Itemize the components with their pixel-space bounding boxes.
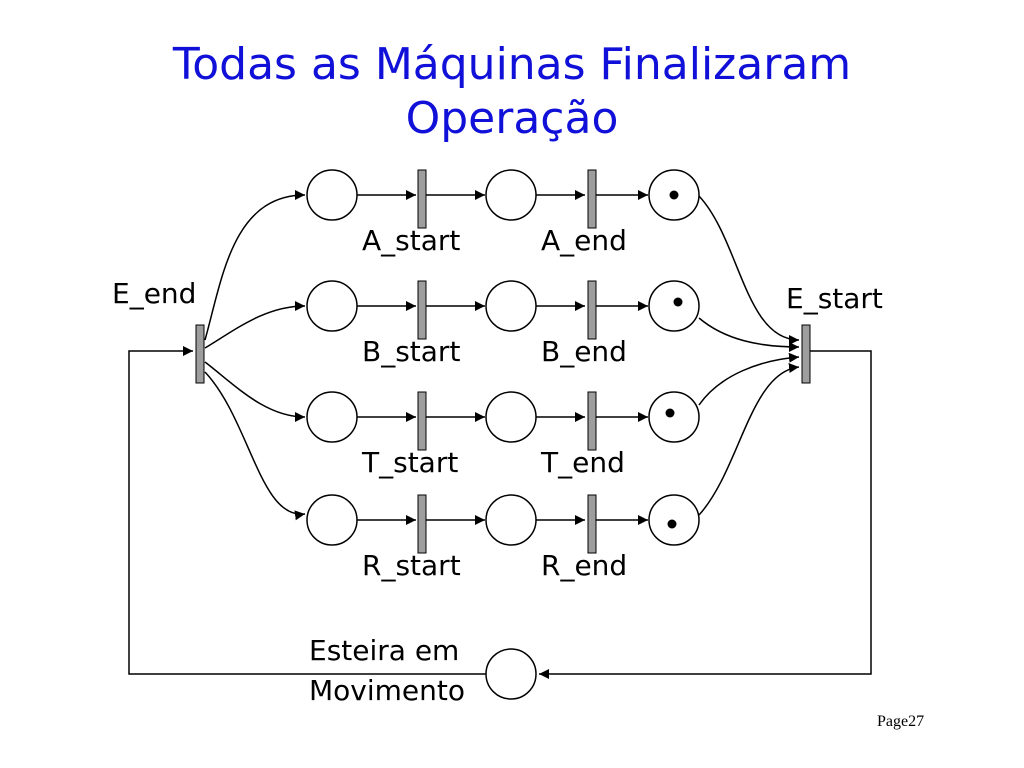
label-e-start: E_start [786, 282, 883, 315]
place-a-idle [306, 169, 358, 221]
token-t-done [665, 408, 675, 418]
place-b-working [485, 280, 537, 332]
label-t-start: T_start [361, 446, 458, 479]
label-b-end: B_end [541, 335, 627, 368]
transition-r-start [417, 494, 427, 554]
arc-b-done-to-e-start [698, 317, 800, 352]
label-conveyor-line-1: Esteira em [309, 634, 459, 667]
label-a-end: A_end [541, 224, 627, 257]
place-t-done [648, 391, 700, 443]
arc-e-end-to-a [204, 190, 306, 341]
label-r-end: R_end [541, 549, 627, 582]
label-r-start: R_start [362, 549, 461, 582]
slide-title-line-1: Todas as Máquinas Finalizaram [172, 39, 852, 90]
place-a-working [485, 169, 537, 221]
transition-b-end [587, 280, 597, 340]
place-conveyor-moving [485, 648, 537, 700]
transition-e-start [801, 324, 811, 384]
arc-e-end-to-r [204, 371, 306, 521]
label-t-end: T_end [540, 446, 625, 479]
arc-e-start-to-conveyor [539, 350, 872, 679]
row-r: R_start R_end [306, 494, 700, 582]
place-b-done [648, 280, 700, 332]
transition-e-end [195, 324, 205, 384]
label-a-start: A_start [362, 224, 460, 257]
arc-a-done-to-e-start [698, 195, 800, 345]
page-number: Page27 [877, 713, 924, 730]
transition-b-start [417, 280, 427, 340]
place-t-idle [306, 391, 358, 443]
transition-t-end [587, 391, 597, 451]
arc-t-done-to-e-start [698, 352, 800, 406]
label-b-start: B_start [362, 335, 460, 368]
place-b-idle [306, 280, 358, 332]
arc-r-done-to-e-start [698, 363, 800, 516]
transition-t-start [417, 391, 427, 451]
label-conveyor-line-2: Movimento [309, 674, 465, 707]
arc-e-end-to-t [204, 361, 306, 422]
arc-conveyor-to-e-end [128, 346, 486, 675]
row-t: T_start T_end [306, 391, 700, 479]
transition-a-start [417, 169, 427, 229]
transition-a-end [587, 169, 597, 229]
arc-e-end-to-b [204, 301, 306, 349]
transition-r-end [587, 494, 597, 554]
token-r-done [667, 519, 677, 529]
label-e-end: E_end [112, 277, 196, 310]
conveyor-loop: Esteira em Movimento [128, 346, 872, 707]
slide-title-line-2: Operação [405, 93, 619, 144]
e-start-group: E_start [698, 195, 883, 516]
place-r-working [485, 494, 537, 546]
row-b: B_start B_end [306, 280, 700, 368]
e-end-group: E_end [112, 190, 306, 521]
token-a-done [669, 190, 679, 200]
place-r-idle [306, 494, 358, 546]
place-t-working [485, 391, 537, 443]
token-b-done [673, 297, 683, 307]
row-a: A_start A_end [306, 169, 700, 257]
slide-title: Todas as Máquinas Finalizaram Operação [0, 38, 1024, 146]
